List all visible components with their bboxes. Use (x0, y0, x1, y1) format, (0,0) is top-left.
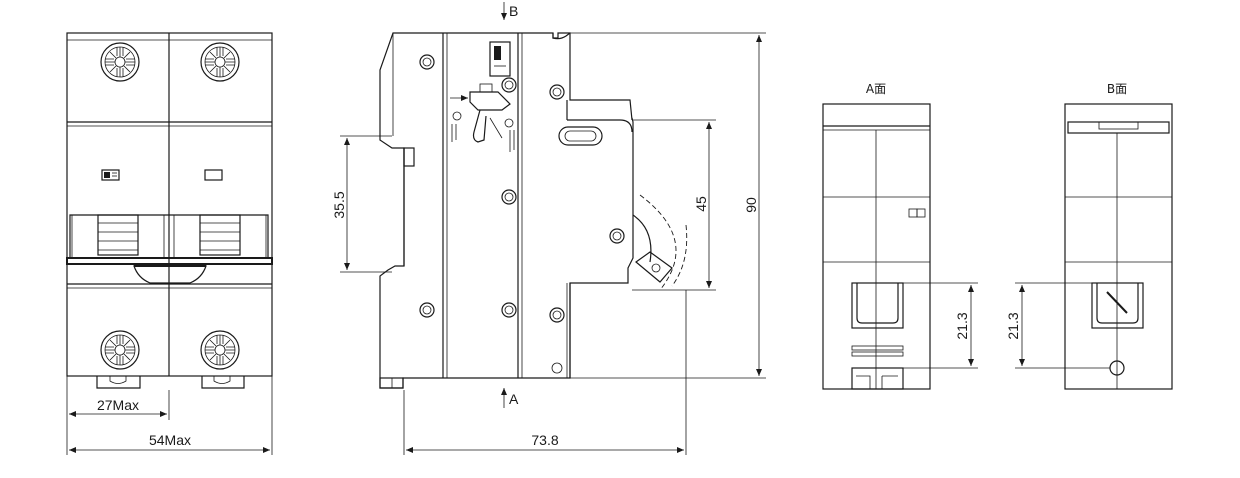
status-window-left (101, 169, 120, 181)
top-right-terminal-screw (200, 42, 240, 82)
test-slot (558, 126, 603, 146)
a-view-title: A面 (866, 82, 886, 96)
dim-label-depth: 73.8 (531, 432, 558, 448)
removal-pictogram (450, 83, 515, 152)
b-view-outline (1064, 103, 1173, 390)
b-view-title: B面 (1107, 82, 1127, 96)
din-rail-clips (96, 376, 245, 389)
indicator-window (489, 41, 511, 77)
handle-swing-path (639, 194, 677, 291)
dim-label-front-height: 45 (693, 196, 709, 212)
bottom-right-terminal-screw (200, 330, 240, 370)
view-label-b: B (509, 3, 518, 19)
front-view: 27Max 54Max (66, 32, 273, 455)
toggle-handle-zone (66, 214, 273, 284)
handle-bar (133, 265, 207, 284)
b-view-handle-slot (1091, 282, 1144, 329)
a-view: A面 21.3 (822, 82, 978, 390)
clip-tab (403, 147, 415, 167)
top-left-terminal-screw (100, 42, 140, 82)
view-label-a: A (509, 391, 519, 407)
a-view-clip (851, 367, 904, 390)
dim-label-clip-height: 35.5 (331, 191, 347, 218)
dim-label-width: 54Max (149, 432, 191, 448)
side-body-outline (379, 32, 634, 389)
b-view: B面 21.3 (1005, 82, 1173, 390)
a-view-dim-label: 21.3 (954, 312, 970, 339)
bottom-left-terminal-screw (100, 330, 140, 370)
dim-label-half-width: 27Max (97, 397, 139, 413)
dim-label-total-height: 90 (743, 197, 759, 213)
side-view: B (331, 2, 766, 455)
side-screw-hole (419, 54, 435, 70)
side-handle (635, 251, 673, 283)
b-view-dim-label: 21.3 (1005, 312, 1021, 339)
a-view-handle-slot (851, 282, 904, 329)
status-window-right (204, 169, 223, 181)
